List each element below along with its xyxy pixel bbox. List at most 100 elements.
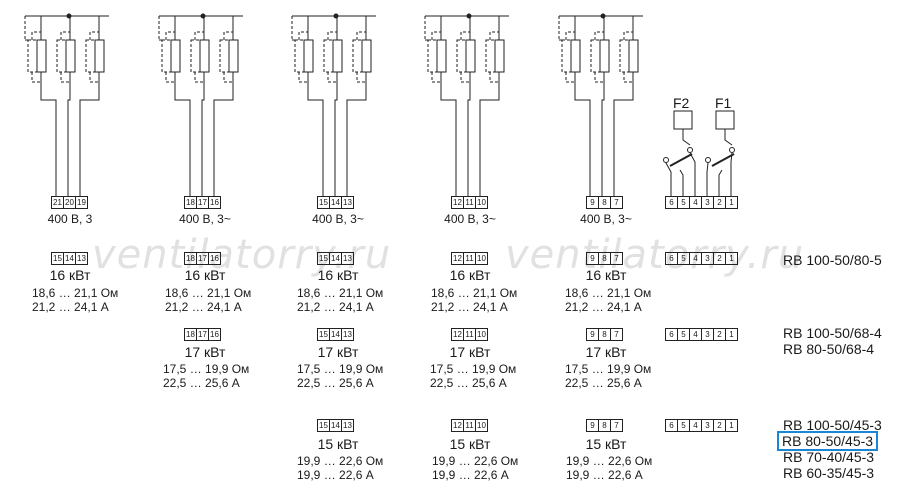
row3-model-4: RB 60-35/45-3 xyxy=(783,465,875,481)
resistor-dashed xyxy=(27,39,38,73)
dashed-link xyxy=(460,31,470,40)
watermark-right: ventilatorry.ru xyxy=(505,232,805,278)
dashed-link xyxy=(431,72,441,83)
row3-col4-current: 19,9 … 22,6 А xyxy=(432,468,509,482)
dashed-link xyxy=(356,31,366,40)
row2-col4-power: 17 кВт xyxy=(449,344,491,360)
resistor-dashed xyxy=(294,39,305,73)
relay-label-f1: F1 xyxy=(715,95,732,111)
dashed-link xyxy=(356,72,366,83)
relay-label-f2: F2 xyxy=(673,95,690,111)
relay-f1-box xyxy=(715,110,735,130)
dashed-link xyxy=(31,72,41,83)
resistor-dashed xyxy=(323,39,334,73)
row1-col5-power: 16 кВт xyxy=(585,267,627,283)
dashed-link xyxy=(60,31,70,40)
resistor xyxy=(65,39,76,73)
resistor-dashed xyxy=(561,39,572,73)
resistor-dashed xyxy=(161,39,172,73)
resistor xyxy=(199,39,210,73)
dashed-link xyxy=(460,72,470,83)
resistor xyxy=(599,39,610,73)
resistor-dashed xyxy=(456,39,467,73)
row1-col3-resistance: 18,6 … 21,1 Ом xyxy=(297,286,384,300)
dashed-link xyxy=(165,72,175,83)
resistor xyxy=(628,39,639,73)
resistor xyxy=(570,39,581,73)
terminal-wire xyxy=(467,86,471,197)
dashed-link xyxy=(327,31,337,40)
row2-col5-resistance: 17,5 … 19,9 Ом xyxy=(565,362,652,376)
group-4-voltage: 400 В, 3~ xyxy=(444,212,496,226)
watermark-left: ventilatorry.ru xyxy=(92,232,392,278)
dashed-link xyxy=(89,72,99,83)
row3-model-3: RB 70-40/45-3 xyxy=(783,449,875,465)
relay-wire xyxy=(730,152,733,197)
row3-col3-current: 19,9 … 22,6 А xyxy=(297,468,374,482)
resistor-dashed xyxy=(352,39,363,73)
junction-dot xyxy=(66,13,72,19)
relay-wire xyxy=(706,162,709,197)
row3-model-1: RB 100-50/45-3 xyxy=(783,417,882,433)
terminal-wire xyxy=(601,86,605,197)
row3-col5-current: 19,9 … 22,6 А xyxy=(566,468,643,482)
resistor-dashed xyxy=(85,39,96,73)
resistor-dashed xyxy=(485,39,496,73)
resistor xyxy=(436,39,447,73)
resistor xyxy=(36,39,47,73)
terminal-wire xyxy=(574,86,591,197)
row1-col1-current: 21,2 … 24,1 А xyxy=(32,300,109,314)
group-1-voltage: 400 В, 3 xyxy=(47,212,93,226)
dashed-link xyxy=(31,31,41,40)
row2-col5-power: 17 кВт xyxy=(585,344,627,360)
row2-col5-current: 22,5 … 25,6 А xyxy=(565,376,642,390)
relay-f1-switch xyxy=(711,153,735,167)
row3-col4-power: 15 кВт xyxy=(449,436,491,452)
row3-model-2-selected[interactable]: RB 80-50/45-3 xyxy=(776,431,882,451)
row1-model: RB 100-50/80-5 xyxy=(783,252,882,268)
dashed-link xyxy=(565,31,575,40)
row2-col4-resistance: 17,5 … 19,9 Ом xyxy=(430,362,517,376)
terminal-wire xyxy=(440,86,457,197)
resistor-dashed xyxy=(190,39,201,73)
row1-col4-resistance: 18,6 … 21,1 Ом xyxy=(431,286,518,300)
resistor xyxy=(494,39,505,73)
row3-col3-power: 15 кВт xyxy=(317,436,359,452)
relay-f2-switch xyxy=(669,153,693,167)
dashed-link xyxy=(565,72,575,83)
heater-schematic xyxy=(24,13,735,197)
relay-f2-link xyxy=(682,129,691,146)
terminal-wire xyxy=(40,86,57,197)
terminal-wire xyxy=(334,86,338,197)
selected-model-highlight[interactable]: RB 80-50/45-3 xyxy=(776,431,879,451)
group-2-voltage: 400 В, 3~ xyxy=(179,212,231,226)
row3-col5-resistance: 19,9 … 22,6 Ом xyxy=(566,454,653,468)
resistor xyxy=(94,39,105,73)
terminal-wire xyxy=(67,86,71,197)
row1-col4-current: 21,2 … 24,1 А xyxy=(431,300,508,314)
row2-col3-resistance: 17,5 … 19,9 Ом xyxy=(297,362,384,376)
relay-wire xyxy=(665,162,672,197)
terminal-wire xyxy=(307,86,324,197)
dashed-link xyxy=(489,72,499,83)
terminal-wire xyxy=(346,86,367,197)
dashed-link xyxy=(194,72,204,83)
row3-col5-power: 15 кВт xyxy=(585,436,627,452)
relay-wire xyxy=(679,169,684,197)
row1-col2-current: 21,2 … 24,1 А xyxy=(165,300,242,314)
row1-col5-current: 21,2 … 24,1 А xyxy=(565,300,642,314)
row2-col2-current: 22,5 … 25,6 А xyxy=(163,376,240,390)
resistor xyxy=(361,39,372,73)
